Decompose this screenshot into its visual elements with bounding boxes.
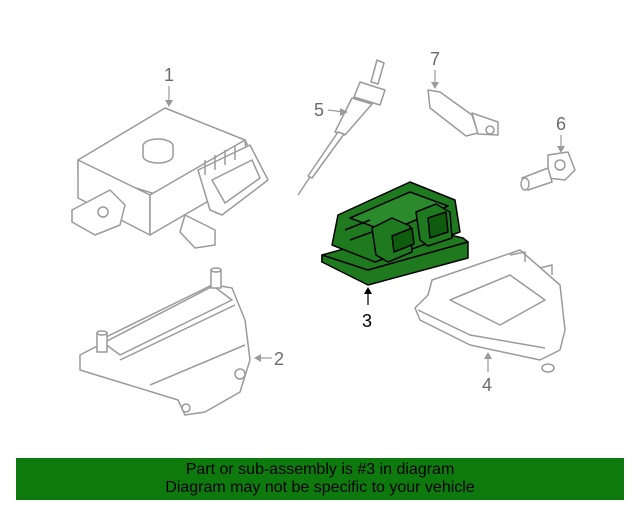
leader-4-arrow [484, 352, 492, 359]
part-3-ecm-highlighted[interactable] [321, 181, 469, 286]
leader-2-arrow [254, 354, 261, 362]
part-6-sensor[interactable] [520, 151, 576, 191]
callout-6[interactable]: 6 [556, 114, 567, 134]
callout-4[interactable]: 4 [482, 375, 493, 395]
part-2-bracket[interactable] [79, 267, 251, 416]
part-1-control-module[interactable] [71, 107, 269, 249]
part-7-sensor-bracket[interactable] [427, 89, 499, 137]
callout-7[interactable]: 7 [430, 49, 441, 69]
callout-1[interactable]: 1 [164, 65, 175, 85]
callout-2[interactable]: 2 [274, 349, 285, 369]
banner-line-1: Part or sub-assembly is #3 in diagram [185, 461, 455, 478]
part-4-ecm-bracket[interactable] [414, 249, 566, 373]
callout-3[interactable]: 3 [362, 311, 373, 331]
banner-line-2: Diagram may not be specific to your vehi… [165, 479, 475, 496]
leader-6-arrow [557, 146, 565, 153]
disclaimer-banner: Part or sub-assembly is #3 in diagram Di… [16, 458, 624, 500]
leader-5-arrow [340, 108, 348, 116]
leader-3-arrow [364, 287, 372, 294]
leader-7-arrow [431, 82, 439, 89]
callout-5[interactable]: 5 [314, 100, 325, 120]
leader-1-arrow [165, 100, 173, 107]
part-5-glow-plug[interactable] [297, 59, 386, 196]
